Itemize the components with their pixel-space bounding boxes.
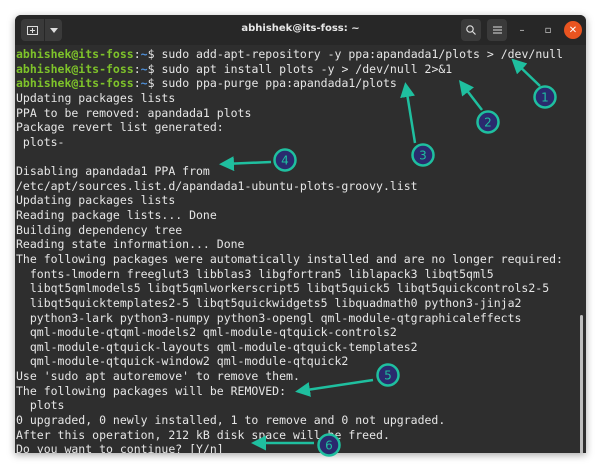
prompt-colon: :	[133, 61, 141, 76]
menu-button[interactable]	[487, 19, 507, 41]
annotation-number-4: 4	[281, 154, 289, 168]
prompt-path: ~	[140, 76, 148, 91]
annotation-number-2: 2	[484, 116, 492, 130]
command-text: sudo add-apt-repository -y ppa:apandada1…	[154, 47, 564, 61]
output-line: Reading state information... Done	[16, 237, 245, 252]
command-text: sudo apt install plots -y > /dev/null 2>…	[154, 61, 453, 76]
output-line: qml-module-qtquick-layouts qml-module-qt…	[16, 339, 418, 354]
output-line: plots-	[16, 134, 65, 149]
output-line: Reading package lists... Done	[16, 208, 217, 223]
output-line: /etc/apt/sources.list.d/apandada1-ubuntu…	[16, 178, 418, 193]
output-line: Disabling apandada1 PPA from	[16, 164, 210, 179]
prompt-line: abhishek@its-foss:~$ sudo add-apt-reposi…	[16, 47, 563, 62]
output-line: 0 upgraded, 0 newly installed, 1 to remo…	[16, 413, 446, 428]
output-line: Updating packages lists	[16, 90, 176, 105]
output-line: Building dependency tree	[16, 222, 183, 237]
output-line: The following packages were automaticall…	[16, 251, 563, 266]
prompt-symbol: $	[147, 47, 155, 61]
prompt-user: abhishek@its-foss	[16, 76, 134, 91]
annotation-arrow-1	[511, 58, 541, 87]
chevron-down-icon	[49, 27, 58, 33]
prompt-user: abhishek@its-foss	[16, 61, 134, 76]
annotation-arrow-3	[400, 82, 417, 144]
search-icon	[466, 25, 476, 35]
annotation-number-5: 5	[384, 369, 392, 383]
search-button[interactable]	[461, 19, 481, 41]
output-line: PPA to be removed: apandada1 plots	[16, 105, 252, 120]
prompt-path: ~	[140, 61, 148, 76]
output-line: fonts-lmodern freeglut3 libblas3 libgfor…	[16, 266, 494, 281]
output-line: python3-lark python3-numpy python3-openg…	[16, 310, 522, 325]
annotation-number-3: 3	[419, 149, 427, 163]
annotation-circle-5	[376, 363, 400, 387]
annotation-circle-6	[317, 433, 341, 457]
annotation-arrow-4	[219, 156, 272, 172]
output-line: qml-module-qtquick-window2 qml-module-qt…	[16, 354, 349, 369]
output-line: libqt5quicktemplates2-5 libqt5quickwidge…	[16, 295, 522, 310]
hamburger-menu-icon	[492, 26, 502, 34]
prompt-symbol: $	[147, 76, 155, 91]
new-tab-icon	[27, 26, 38, 35]
output-line: Do you want to continue? [Y/n]	[16, 442, 224, 453]
window-title: abhishek@its-foss: ~	[241, 23, 360, 34]
command-text: sudo ppa-purge ppa:apandada1/plots	[154, 76, 397, 91]
new-tab-button[interactable]	[21, 19, 44, 41]
prompt-colon: :	[133, 76, 141, 91]
annotation-circle-2	[476, 110, 500, 134]
output-line: Updating packages lists	[16, 193, 176, 208]
annotation-circle-1	[533, 85, 557, 109]
prompt-user: abhishek@its-foss	[16, 47, 134, 61]
output-line: plots	[16, 398, 65, 413]
close-button[interactable]: ✕	[564, 21, 582, 39]
output-line: libqt5qmlmodels5 libqt5qmlworkerscript5 …	[16, 281, 550, 296]
annotation-arrow-5	[295, 378, 374, 397]
output-line: Use 'sudo apt autoremove' to remove them…	[16, 369, 300, 384]
prompt-path: ~	[140, 47, 148, 61]
minimize-button[interactable]: –	[519, 24, 525, 36]
scrollbar[interactable]	[580, 315, 583, 453]
prompt-line: abhishek@its-foss:~$ sudo ppa-purge ppa:…	[16, 76, 563, 91]
annotation-circle-4	[273, 148, 297, 172]
maximize-button[interactable]: ▫	[544, 24, 552, 36]
terminal-window: abhishek@its-foss: ~ – ▫ ✕ abhishek@its-…	[15, 15, 586, 453]
annotation-number-1: 1	[541, 91, 549, 105]
output-line: Package revert list generated:	[16, 120, 224, 135]
output-line: The following packages will be REMOVED:	[16, 383, 287, 398]
prompt-symbol: $	[147, 61, 155, 76]
output-line: qml-module-qtqml-models2 qml-module-qtqu…	[16, 325, 397, 340]
prompt-line: abhishek@its-foss:~$ sudo apt install pl…	[16, 62, 563, 77]
prompt-colon: :	[133, 47, 141, 61]
annotation-circle-3	[411, 143, 435, 167]
terminal-output: abhishek@its-foss:~$ sudo add-apt-reposi…	[16, 47, 563, 453]
tab-menu-button[interactable]	[45, 19, 62, 41]
annotation-number-6: 6	[325, 439, 333, 453]
title-bar: abhishek@its-foss: ~ – ▫ ✕	[15, 15, 586, 45]
annotation-arrow-2	[458, 80, 483, 111]
